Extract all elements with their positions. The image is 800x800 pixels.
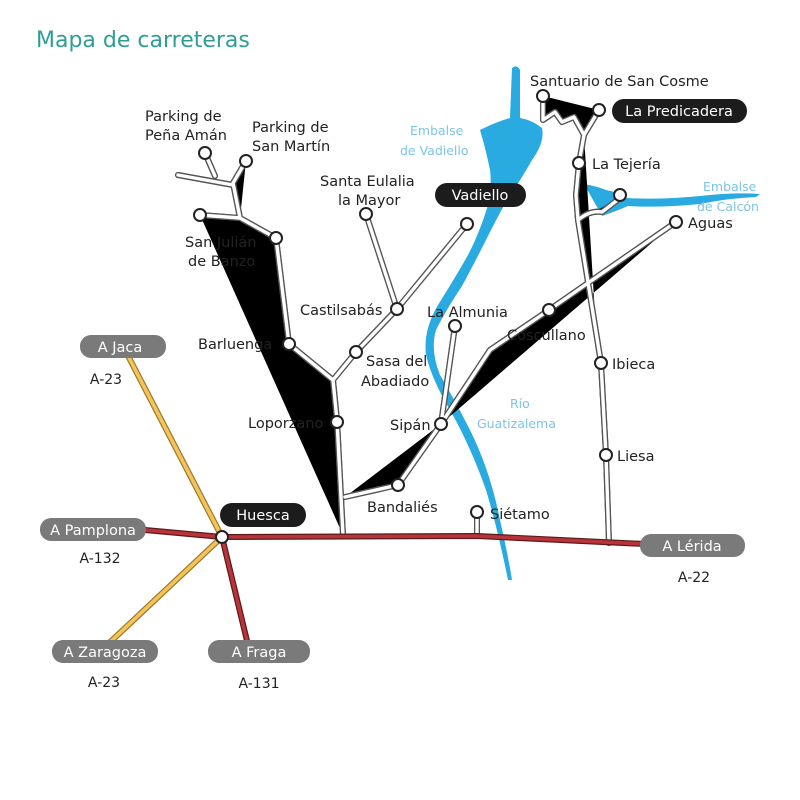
label-la-almunia: La Almunia	[427, 305, 508, 321]
label-san-martin-1: Parking de	[252, 120, 329, 136]
map-title: Mapa de carreteras	[36, 28, 250, 53]
label-rio-2: Guatizalema	[477, 416, 556, 431]
svg-text:La Predicadera: La Predicadera	[625, 104, 733, 120]
label-pena-aman-1: Parking de	[145, 109, 222, 125]
label-sasa-2: Abadiado	[361, 374, 429, 390]
label-santa-eulalia-1: Santa Eulalia	[320, 174, 415, 190]
svg-text:A Zaragoza: A Zaragoza	[64, 645, 147, 661]
embalse-vadiello	[425, 66, 543, 580]
embalse-calcon	[584, 184, 760, 216]
highways-a23	[104, 347, 226, 648]
town-labels: Parking de Peña Amán Parking de San Mart…	[145, 74, 733, 523]
water-labels: Embalse de Vadiello Embalse de Calcón Rí…	[400, 123, 759, 431]
svg-text:A Pamplona: A Pamplona	[50, 523, 136, 539]
label-embalse-calcon-1: Embalse	[703, 179, 757, 194]
label-sipan: Sipán	[390, 418, 431, 434]
svg-text:A Fraga: A Fraga	[232, 645, 287, 661]
svg-text:Huesca: Huesca	[236, 508, 289, 524]
label-bandalies: Bandaliés	[367, 500, 438, 516]
label-santuario: Santuario de San Cosme	[530, 74, 709, 90]
svg-text:Vadiello: Vadiello	[452, 188, 509, 204]
local-roads	[178, 96, 676, 543]
label-san-julian-2: de Banzo	[188, 254, 255, 270]
label-barluenga: Barluenga	[198, 337, 272, 353]
svg-text:A-23: A-23	[88, 675, 120, 691]
water-bodies	[425, 66, 760, 580]
label-embalse-vadiello-2: de Vadiello	[400, 143, 469, 158]
label-san-martin-2: San Martín	[252, 139, 330, 155]
exit-fraga: A Fraga A-131	[208, 640, 310, 692]
label-aguas: Aguas	[688, 216, 733, 232]
svg-text:A-132: A-132	[79, 551, 120, 567]
label-sietamo: Siétamo	[490, 507, 550, 523]
pill-vadiello: Vadiello	[435, 183, 526, 207]
label-pena-aman-2: Peña Amán	[145, 128, 227, 144]
label-coscullano: Coscullano	[507, 328, 586, 344]
label-ibieca: Ibieca	[612, 357, 655, 373]
label-loporzano: Loporzano	[248, 416, 323, 432]
label-castilsabas: Castilsabás	[300, 303, 382, 319]
svg-text:A-22: A-22	[678, 570, 710, 586]
national-roads	[142, 527, 648, 648]
pill-huesca: Huesca	[220, 503, 306, 527]
label-liesa: Liesa	[617, 449, 654, 465]
exit-pamplona: A Pamplona A-132	[40, 518, 146, 567]
svg-text:A Jaca: A Jaca	[98, 340, 143, 356]
label-embalse-calcon-2: de Calcón	[697, 199, 759, 214]
svg-text:A Lérida: A Lérida	[662, 539, 721, 555]
svg-text:A-131: A-131	[238, 676, 279, 692]
pill-la-predicadera: La Predicadera	[612, 99, 747, 123]
label-embalse-vadiello-1: Embalse	[410, 123, 464, 138]
exit-lerida: A Lérida A-22	[640, 534, 745, 586]
label-rio-1: Río	[510, 396, 530, 411]
label-san-julian-1: San Julián	[185, 235, 257, 251]
exit-zaragoza: A Zaragoza A-23	[52, 640, 158, 691]
town-markers	[193, 89, 683, 544]
label-la-tejeria: La Tejería	[592, 157, 661, 173]
label-santa-eulalia-2: la Mayor	[338, 193, 400, 209]
label-sasa-1: Sasa del	[366, 354, 427, 370]
svg-text:A-23: A-23	[90, 372, 122, 388]
exit-jaca: A Jaca A-23	[80, 335, 166, 388]
